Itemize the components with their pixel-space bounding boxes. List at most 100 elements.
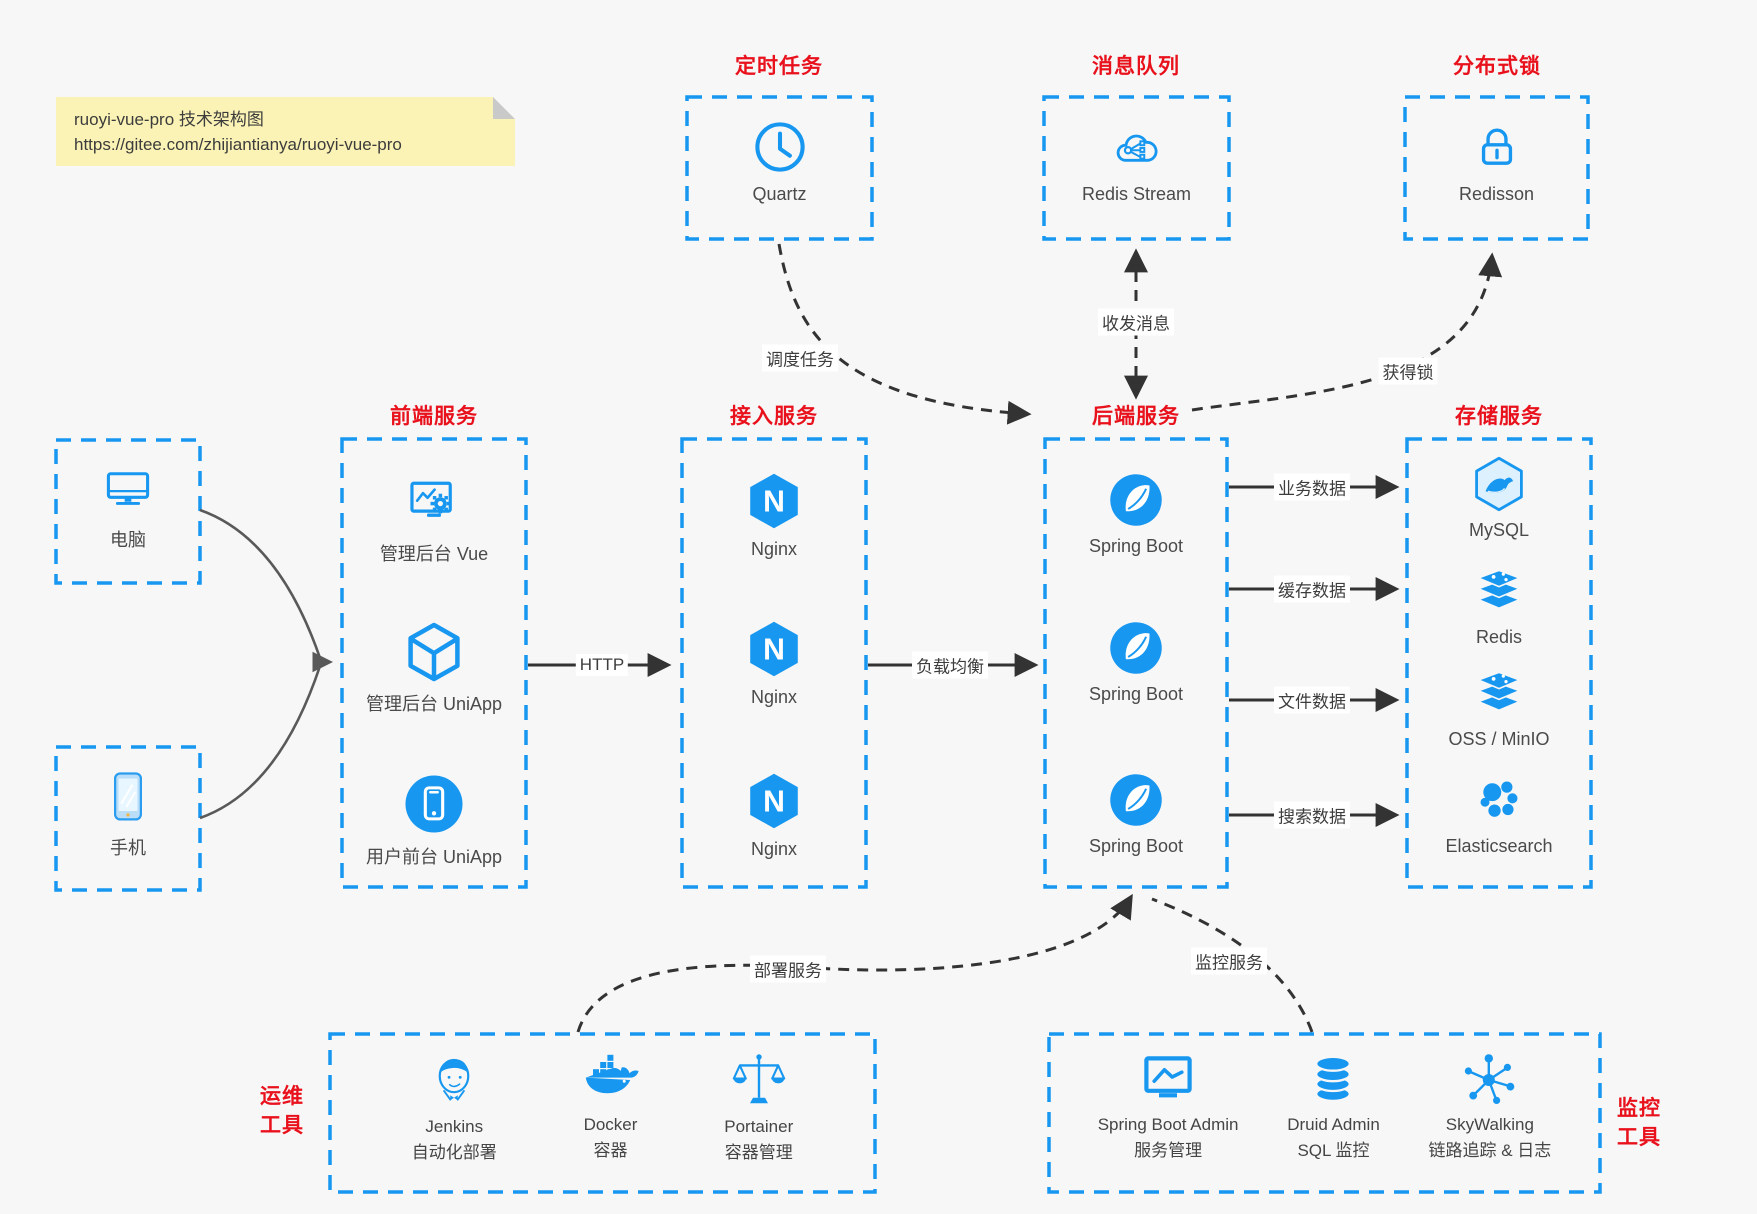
node-sublabel: 自动化部署 [411, 1143, 497, 1162]
smartphone-icon [114, 772, 142, 821]
node-label: MySQL [1468, 520, 1529, 540]
box-ops-tools [328, 1032, 877, 1194]
elasticsearch-icon [1480, 781, 1518, 817]
node-label: Jenkins [425, 1117, 484, 1136]
node-docker: Docker 容器 [579, 1050, 643, 1162]
node-label: Elasticsearch [1445, 836, 1553, 856]
box-backend [1043, 437, 1229, 889]
title-message-queue: 消息队列 [1092, 55, 1180, 78]
spring-boot-icon [1110, 774, 1162, 826]
node-label: Nginx [750, 839, 798, 859]
node-spring-boot-1: Spring Boot [1045, 472, 1227, 557]
title-monitor-tools: 监控 工具 [1617, 1097, 1661, 1149]
node-portainer: Portainer 容器管理 [724, 1050, 793, 1164]
node-label: Portainer [724, 1117, 794, 1136]
spring-boot-admin-icon [1144, 1056, 1192, 1098]
node-pc: 电脑 [56, 462, 200, 552]
box-redisson [1403, 95, 1590, 241]
node-redis-stream: Redis Stream [1044, 120, 1229, 205]
edge-label-http: HTTP [575, 654, 629, 676]
svg-text:N: N [763, 485, 785, 518]
node-spring-boot-3: Spring Boot [1045, 772, 1227, 857]
mysql-icon [1475, 456, 1523, 512]
admin-vue-icon [410, 481, 452, 517]
node-oss-minio: OSS / MinIO [1407, 667, 1591, 750]
node-skywalking: SkyWalking 链路追踪 & 日志 [1428, 1050, 1551, 1162]
edge-label-acquire-lock: 获得锁 [1378, 357, 1438, 385]
box-quartz [685, 95, 874, 241]
storage-stack-icon [1476, 671, 1522, 712]
node-label: Quartz [752, 184, 807, 204]
edge-label-business-data: 业务数据 [1274, 473, 1350, 501]
node-admin-uniapp: 管理后台 UniApp [342, 622, 526, 716]
node-elasticsearch: Elasticsearch [1407, 772, 1591, 857]
edge-label-schedule-job: 调度任务 [762, 344, 838, 372]
node-label: Spring Boot [1088, 836, 1184, 856]
edge-label-deploy-service: 部署服务 [750, 955, 826, 983]
arrow-acquire-lock [1191, 252, 1503, 412]
arrow-schedule-job [777, 243, 1032, 425]
edge-label-load-balance: 负载均衡 [912, 651, 988, 679]
desktop-icon [106, 472, 150, 505]
node-nginx-2: N Nginx [682, 619, 866, 708]
nginx-icon: N [750, 621, 798, 677]
node-quartz: Quartz [687, 118, 872, 205]
note-url: https://gitee.com/zhijiantianya/ruoyi-vu… [74, 135, 402, 154]
monitor-tools-row: Spring Boot Admin 服务管理 Druid Admin SQL 监… [1049, 1034, 1600, 1192]
edge-label-cache-data: 缓存数据 [1274, 575, 1350, 603]
edge-label-monitor-service: 监控服务 [1191, 947, 1267, 975]
node-user-uniapp: 用户前台 UniApp [342, 773, 526, 869]
edge-label-send-receive-message: 收发消息 [1098, 308, 1174, 336]
node-spring-boot-2: Spring Boot [1045, 620, 1227, 705]
spring-boot-icon [1110, 622, 1162, 674]
node-label: Redis Stream [1081, 184, 1192, 204]
sticky-note: ruoyi-vue-pro 技术架构图 https://gitee.com/zh… [56, 97, 515, 166]
box-frontend [340, 437, 528, 889]
node-nginx-3: N Nginx [682, 771, 866, 860]
arrow-deploy-service [576, 893, 1133, 1033]
svg-text:N: N [763, 785, 785, 818]
edge-label-search-data: 搜索数据 [1274, 801, 1350, 829]
redis-icon [1476, 569, 1522, 610]
title-ops-tools: 运维 工具 [260, 1085, 304, 1137]
node-label: SkyWalking [1445, 1115, 1534, 1134]
box-gateway [680, 437, 868, 889]
skywalking-icon [1464, 1054, 1515, 1104]
node-mysql: MySQL [1407, 456, 1591, 541]
note-title: ruoyi-vue-pro 技术架构图 [74, 110, 264, 129]
clock-icon [754, 122, 805, 172]
node-druid-admin: Druid Admin SQL 监控 [1287, 1050, 1380, 1162]
cloud-network-icon [1116, 134, 1157, 162]
node-label: Redisson [1458, 184, 1535, 204]
node-redis: Redis [1407, 565, 1591, 648]
spring-boot-icon [1110, 474, 1162, 526]
node-label: Docker [583, 1115, 638, 1134]
node-label: 电脑 [110, 530, 146, 550]
node-nginx-1: N Nginx [682, 471, 866, 560]
node-label: Spring Boot [1088, 684, 1184, 704]
svg-text:N: N [763, 633, 785, 666]
node-label: OSS / MinIO [1448, 729, 1550, 749]
edge-label-file-data: 文件数据 [1274, 686, 1350, 714]
node-label: 管理后台 UniApp [365, 694, 503, 714]
jenkins-icon [438, 1058, 470, 1101]
portainer-icon [732, 1054, 785, 1104]
node-redisson: Redisson [1404, 118, 1589, 205]
client-curves [199, 508, 334, 820]
node-sublabel: SQL 监控 [1297, 1141, 1370, 1160]
ops-tools-row: Jenkins 自动化部署 Docker 容器 [330, 1034, 875, 1192]
title-scheduled-task: 定时任务 [735, 55, 823, 78]
node-admin-vue: 管理后台 Vue [342, 474, 526, 566]
node-label: 管理后台 Vue [379, 544, 489, 564]
node-sublabel: 链路追踪 & 日志 [1428, 1141, 1552, 1160]
node-label: Spring Boot [1088, 536, 1184, 556]
node-label: Spring Boot Admin [1097, 1115, 1239, 1134]
title-backend-services: 后端服务 [1092, 405, 1180, 428]
node-label: Nginx [750, 539, 798, 559]
nginx-icon: N [750, 773, 798, 829]
node-sublabel: 服务管理 [1134, 1141, 1203, 1160]
node-jenkins: Jenkins 自动化部署 [412, 1050, 497, 1164]
title-distributed-lock: 分布式锁 [1453, 55, 1541, 78]
node-label: 用户前台 UniApp [365, 847, 503, 867]
